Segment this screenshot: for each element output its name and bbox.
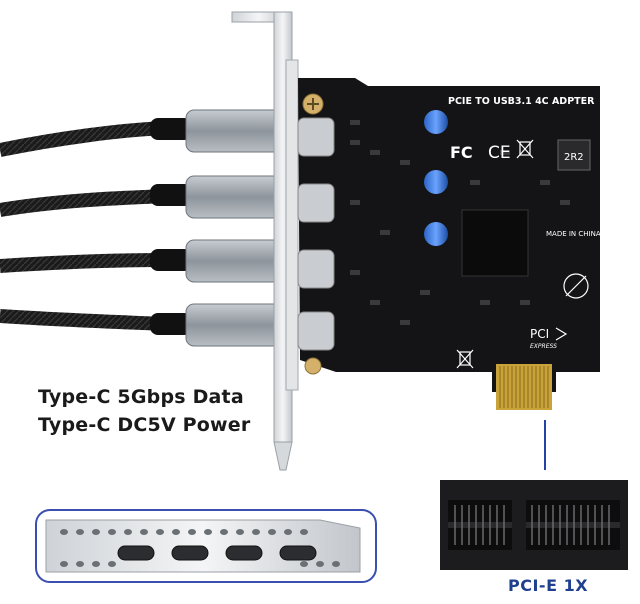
slot-label: PCI-E 1X [508,576,589,595]
ce-mark: CE [488,143,511,163]
fc-mark: FC [450,143,473,162]
express-logo-text: EXPRESS [530,343,557,350]
weee-icon [516,139,534,159]
electrolytic-capacitors [424,110,448,246]
inductor [557,139,591,171]
bracket-front-view [35,509,377,583]
pcb-board: 2R2 PCIE TO USB3.1 4C ADPTER FC CE MADE … [297,78,601,410]
caption-power: Type-C DC5V Power [38,414,251,436]
pci-bracket [231,11,299,471]
board-title: PCIE TO USB3.1 4C ADPTER [448,96,595,107]
pcie-x1-slot [440,480,628,570]
usb-c-plugs [185,109,283,347]
inductor-label: 2R2 [564,152,584,163]
pci-logo-text: PCI [530,327,549,341]
caption-data-speed: Type-C 5Gbps Data [38,386,244,408]
weee-icon-2 [456,349,474,369]
controller-chip [461,209,529,277]
usb-c-cables [0,118,192,335]
made-in-label: MADE IN CHINA [546,230,601,238]
type-c-port-openings [117,545,317,561]
usb-c-ports [297,117,335,351]
pb-free-icon [563,273,589,299]
gold-fingers [496,364,552,410]
